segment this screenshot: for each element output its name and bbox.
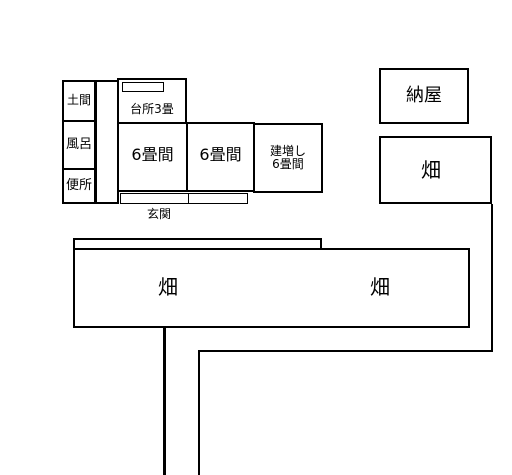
bath-room: 風呂 [62, 120, 96, 170]
six-mat-room-a-label: 6畳間 [131, 145, 174, 164]
field-right-label: 畑 [421, 158, 441, 182]
shed: 納屋 [379, 68, 469, 124]
path-left-vertical [163, 328, 166, 475]
field-main-left-label: 畑 [158, 275, 178, 299]
road-right-vertical [491, 204, 493, 352]
extension-room: 建増し 6畳間 [253, 123, 323, 193]
field-right: 畑 [379, 136, 492, 204]
bath-label: 風呂 [65, 136, 92, 152]
toilet-room: 便所 [62, 168, 96, 204]
shed-label: 納屋 [406, 85, 442, 107]
entrance-step-left [120, 193, 189, 204]
road-horizontal [198, 350, 493, 352]
road-left-vertical [198, 350, 200, 475]
six-mat-room-b: 6畳間 [186, 122, 255, 192]
toilet-label: 便所 [65, 177, 92, 193]
doma-label: 土間 [66, 93, 91, 108]
kitchen-counter [122, 82, 164, 92]
field-main [73, 248, 470, 328]
six-mat-room-b-label: 6畳間 [199, 145, 242, 164]
entrance-label: 玄関 [147, 207, 172, 221]
doma-room: 土間 [62, 80, 96, 122]
corridor [95, 80, 119, 204]
six-mat-room-a: 6畳間 [117, 122, 188, 192]
extension-room-label: 建増し 6畳間 [269, 143, 306, 171]
kitchen-label: 台所3畳 [130, 101, 174, 116]
entrance-step-right [188, 193, 248, 204]
field-main-right-label: 畑 [370, 275, 390, 299]
